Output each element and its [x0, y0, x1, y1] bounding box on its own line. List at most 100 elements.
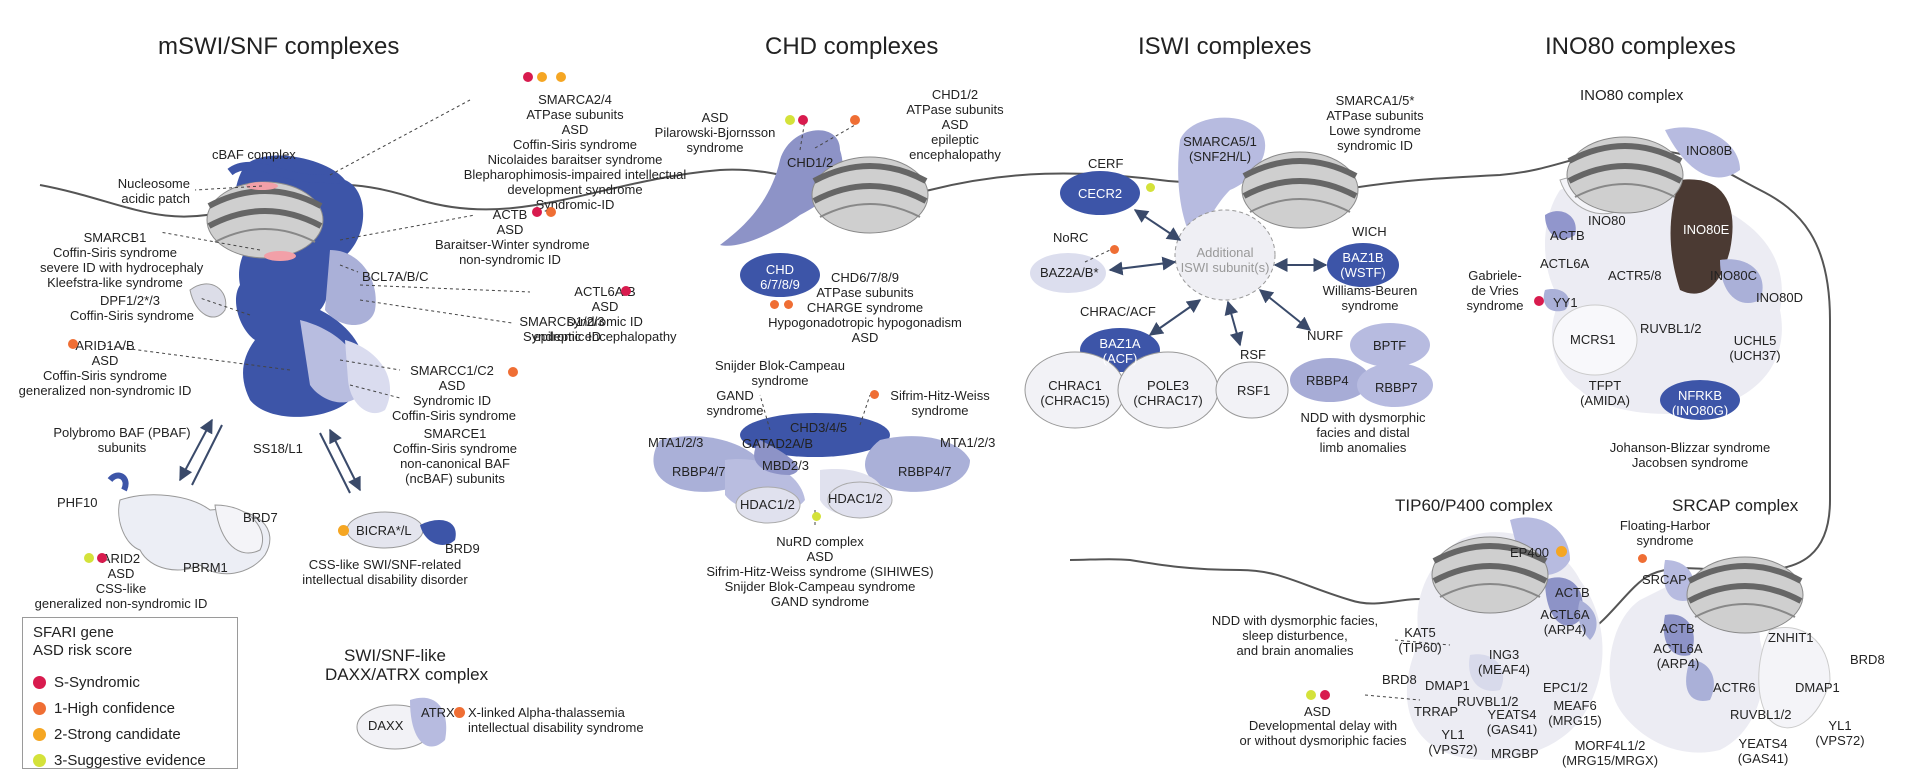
- trrap-dot-syndromic: [1320, 690, 1330, 700]
- header-iswi: ISWI complexes: [1138, 33, 1312, 60]
- srcap-actl6a-label: ACTL6A (ARP4): [1648, 641, 1708, 671]
- znhit1-label: ZNHIT1: [1768, 630, 1814, 645]
- smarcd-name: SMARCD1/2/3: [519, 314, 605, 329]
- smarce1-annotation: SMARCE1 Coffin-Siris syndrome non-canoni…: [380, 426, 530, 486]
- smarca5-shape-label: SMARCA5/1 (SNF2H/L): [1180, 134, 1260, 164]
- nfrkb-line-1: NFRKB: [1677, 388, 1723, 403]
- srcap-dot-high: [1638, 554, 1647, 563]
- chd-asd-annotation: ASD Pilarowski-Bjornsson syndrome: [640, 110, 790, 155]
- tip60-title: TIP60/P400 complex: [1395, 496, 1553, 515]
- smarca24-line-5: Blepharophimosis-impaired intellectual: [463, 167, 687, 182]
- srcap-yeats4-line-1: YEATS4: [1738, 736, 1788, 751]
- chd6789-shape-line-1: CHD: [765, 262, 795, 277]
- ino80-complex-label: INO80 complex: [1580, 87, 1684, 104]
- wich-label: WICH: [1352, 224, 1387, 239]
- meaf6-label: MEAF6 (MRG15): [1545, 698, 1605, 728]
- arid1-line-3: generalized non-syndromic ID: [18, 383, 192, 398]
- meaf6-line-1: MEAF6: [1553, 698, 1597, 713]
- tip60-yeats4-line-2: (GAS41): [1486, 722, 1538, 737]
- iswi-ndd-annotation: NDD with dysmorphic facies and distal li…: [1283, 410, 1443, 455]
- chd6789-annotation: CHD6/7/8/9 ATPase subunits CHARGE syndro…: [760, 270, 970, 345]
- chd-asd: ASD: [701, 110, 729, 125]
- tip60-yl1-label: YL1 (VPS72): [1423, 727, 1483, 757]
- chd6-r0: CHD6/7/8/9: [831, 270, 899, 285]
- smarca24-dot-strong-2: [556, 72, 566, 82]
- gand-line-2: syndrome: [706, 403, 764, 418]
- shw-dot-high: [870, 390, 879, 399]
- mta-right-label: MTA1/2/3: [940, 435, 996, 450]
- tip60-ndd-annotation: NDD with dysmorphic facies, sleep distur…: [1195, 613, 1395, 658]
- css-line-1: CSS-like SWI/SNF-related: [308, 557, 462, 572]
- nurd-line-3: Sifrim-Hitz-Weiss syndrome (SIHIWES): [706, 564, 934, 579]
- chd345-label: CHD3/4/5: [790, 420, 848, 435]
- atrx-dot-high: [454, 707, 465, 718]
- tip60-actl6a-line-1: ACTL6A: [1540, 607, 1590, 622]
- chrac1-line-1: CHRAC1: [1048, 378, 1102, 393]
- gand-line-1: GAND: [716, 388, 754, 403]
- chd6-r2: CHARGE syndrome: [806, 300, 924, 315]
- tip60-brd8-label: BRD8: [1382, 672, 1417, 687]
- dpf-annotation: DPF1/2*/3 Coffin-Siris syndrome: [70, 293, 194, 323]
- sfari-legend: SFARI gene ASD risk score S-Syndromic 1-…: [22, 617, 238, 769]
- iswi-ndd-line-1: NDD with dysmorphic: [1300, 410, 1426, 425]
- srcap-yl1-line-1: YL1: [1828, 718, 1852, 733]
- bicra-label: BICRA*/L: [356, 523, 412, 538]
- tip60-actl6a-line-2: (ARP4): [1543, 622, 1587, 637]
- bptf-label: BPTF: [1373, 338, 1407, 353]
- actl6-line-3: epileptic encephalopathy: [533, 329, 677, 344]
- sbc-line-2: syndrome: [751, 373, 809, 388]
- smarca24-line-6: development syndrome: [507, 182, 643, 197]
- ino80-label: INO80: [1588, 213, 1626, 228]
- header-mswi: mSWI/SNF complexes: [158, 33, 400, 60]
- fh-line-2: syndrome: [1636, 533, 1694, 548]
- actr58-label: ACTR5/8: [1608, 268, 1662, 283]
- additional-line-2: ISWI subunit(s): [1180, 260, 1270, 275]
- atrx-label: ATRX: [421, 705, 455, 720]
- ing3-line-2: (MEAF4): [1478, 662, 1530, 677]
- srcap-actl6a-line-2: (ARP4): [1656, 656, 1700, 671]
- arid1-line-1: ASD: [91, 353, 119, 368]
- nurd-annotation: NuRD complex ASD Sifrim-Hitz-Weiss syndr…: [680, 534, 960, 609]
- legend-label-high: 1-High confidence: [54, 700, 175, 717]
- chd12-complex-shape: [720, 130, 843, 246]
- iswi-arrows: [1108, 209, 1328, 347]
- srcap-yeats4-label: YEATS4 (GAS41): [1733, 736, 1793, 766]
- smarca24-line-4: Nicolaides baraitser syndrome: [487, 152, 663, 167]
- smarca24-line-2: ASD: [561, 122, 589, 137]
- nucleosome-line-2: acidic patch: [121, 191, 190, 206]
- nurd-complex-shape: [653, 413, 970, 524]
- legend-row-suggestive: 3-Suggestive evidence: [33, 752, 206, 769]
- daxx-title-line-1: SWI/SNF-like: [344, 646, 446, 665]
- xl-annotation: X-linked Alpha-thalassemia intellectual …: [468, 705, 644, 735]
- ino80-actb-label: ACTB: [1550, 228, 1585, 243]
- chrac1-line-2: (CHRAC15): [1040, 393, 1110, 408]
- tfpt-label: TFPT (AMIDA): [1575, 378, 1635, 408]
- smarca24-line-1: ATPase subunits: [526, 107, 624, 122]
- actb-annotation: ACTB ASD Baraitser-Winter syndrome non-s…: [435, 207, 590, 267]
- chd6789-dot-high-2: [784, 300, 793, 309]
- smarcb1-line-3: Kleefstra-like syndrome: [47, 275, 183, 290]
- ncbaf-line-1: non-canonical BAF: [400, 456, 510, 471]
- header-ino80: INO80 complexes: [1545, 33, 1736, 60]
- ino80-complex-shape: [1543, 127, 1782, 420]
- ing3-line-1: ING3: [1488, 647, 1520, 662]
- srcap-actb-label: ACTB: [1660, 621, 1695, 636]
- hdac-right-label: HDAC1/2: [828, 491, 883, 506]
- chd6789-shape-line-2: 6/7/8/9: [760, 277, 800, 292]
- chd12-dot-suggestive: [785, 115, 795, 125]
- legend-dot-suggestive: [33, 754, 46, 767]
- cecr2-label: CECR2: [1078, 186, 1123, 201]
- ino80-actl6a-label: ACTL6A: [1540, 256, 1590, 271]
- smarca15-annotation: SMARCA1/5* ATPase subunits Lowe syndrome…: [1305, 93, 1445, 153]
- wb-line-1: Williams-Beuren: [1322, 283, 1418, 298]
- fh-line-1: Floating-Harbor: [1619, 518, 1711, 533]
- srcap-yeats4-line-2: (GAS41): [1737, 751, 1789, 766]
- smarca24-dot-syndromic: [523, 72, 533, 82]
- header-chd: CHD complexes: [765, 33, 939, 60]
- tip60-ruvbl-label: RUVBL1/2: [1457, 694, 1519, 709]
- smarcb1-name: SMARCB1: [83, 230, 147, 245]
- smarcc-line-1: ASD: [438, 378, 466, 393]
- brd7-label: BRD7: [243, 510, 278, 525]
- kat5-line-1: KAT5: [1404, 625, 1436, 640]
